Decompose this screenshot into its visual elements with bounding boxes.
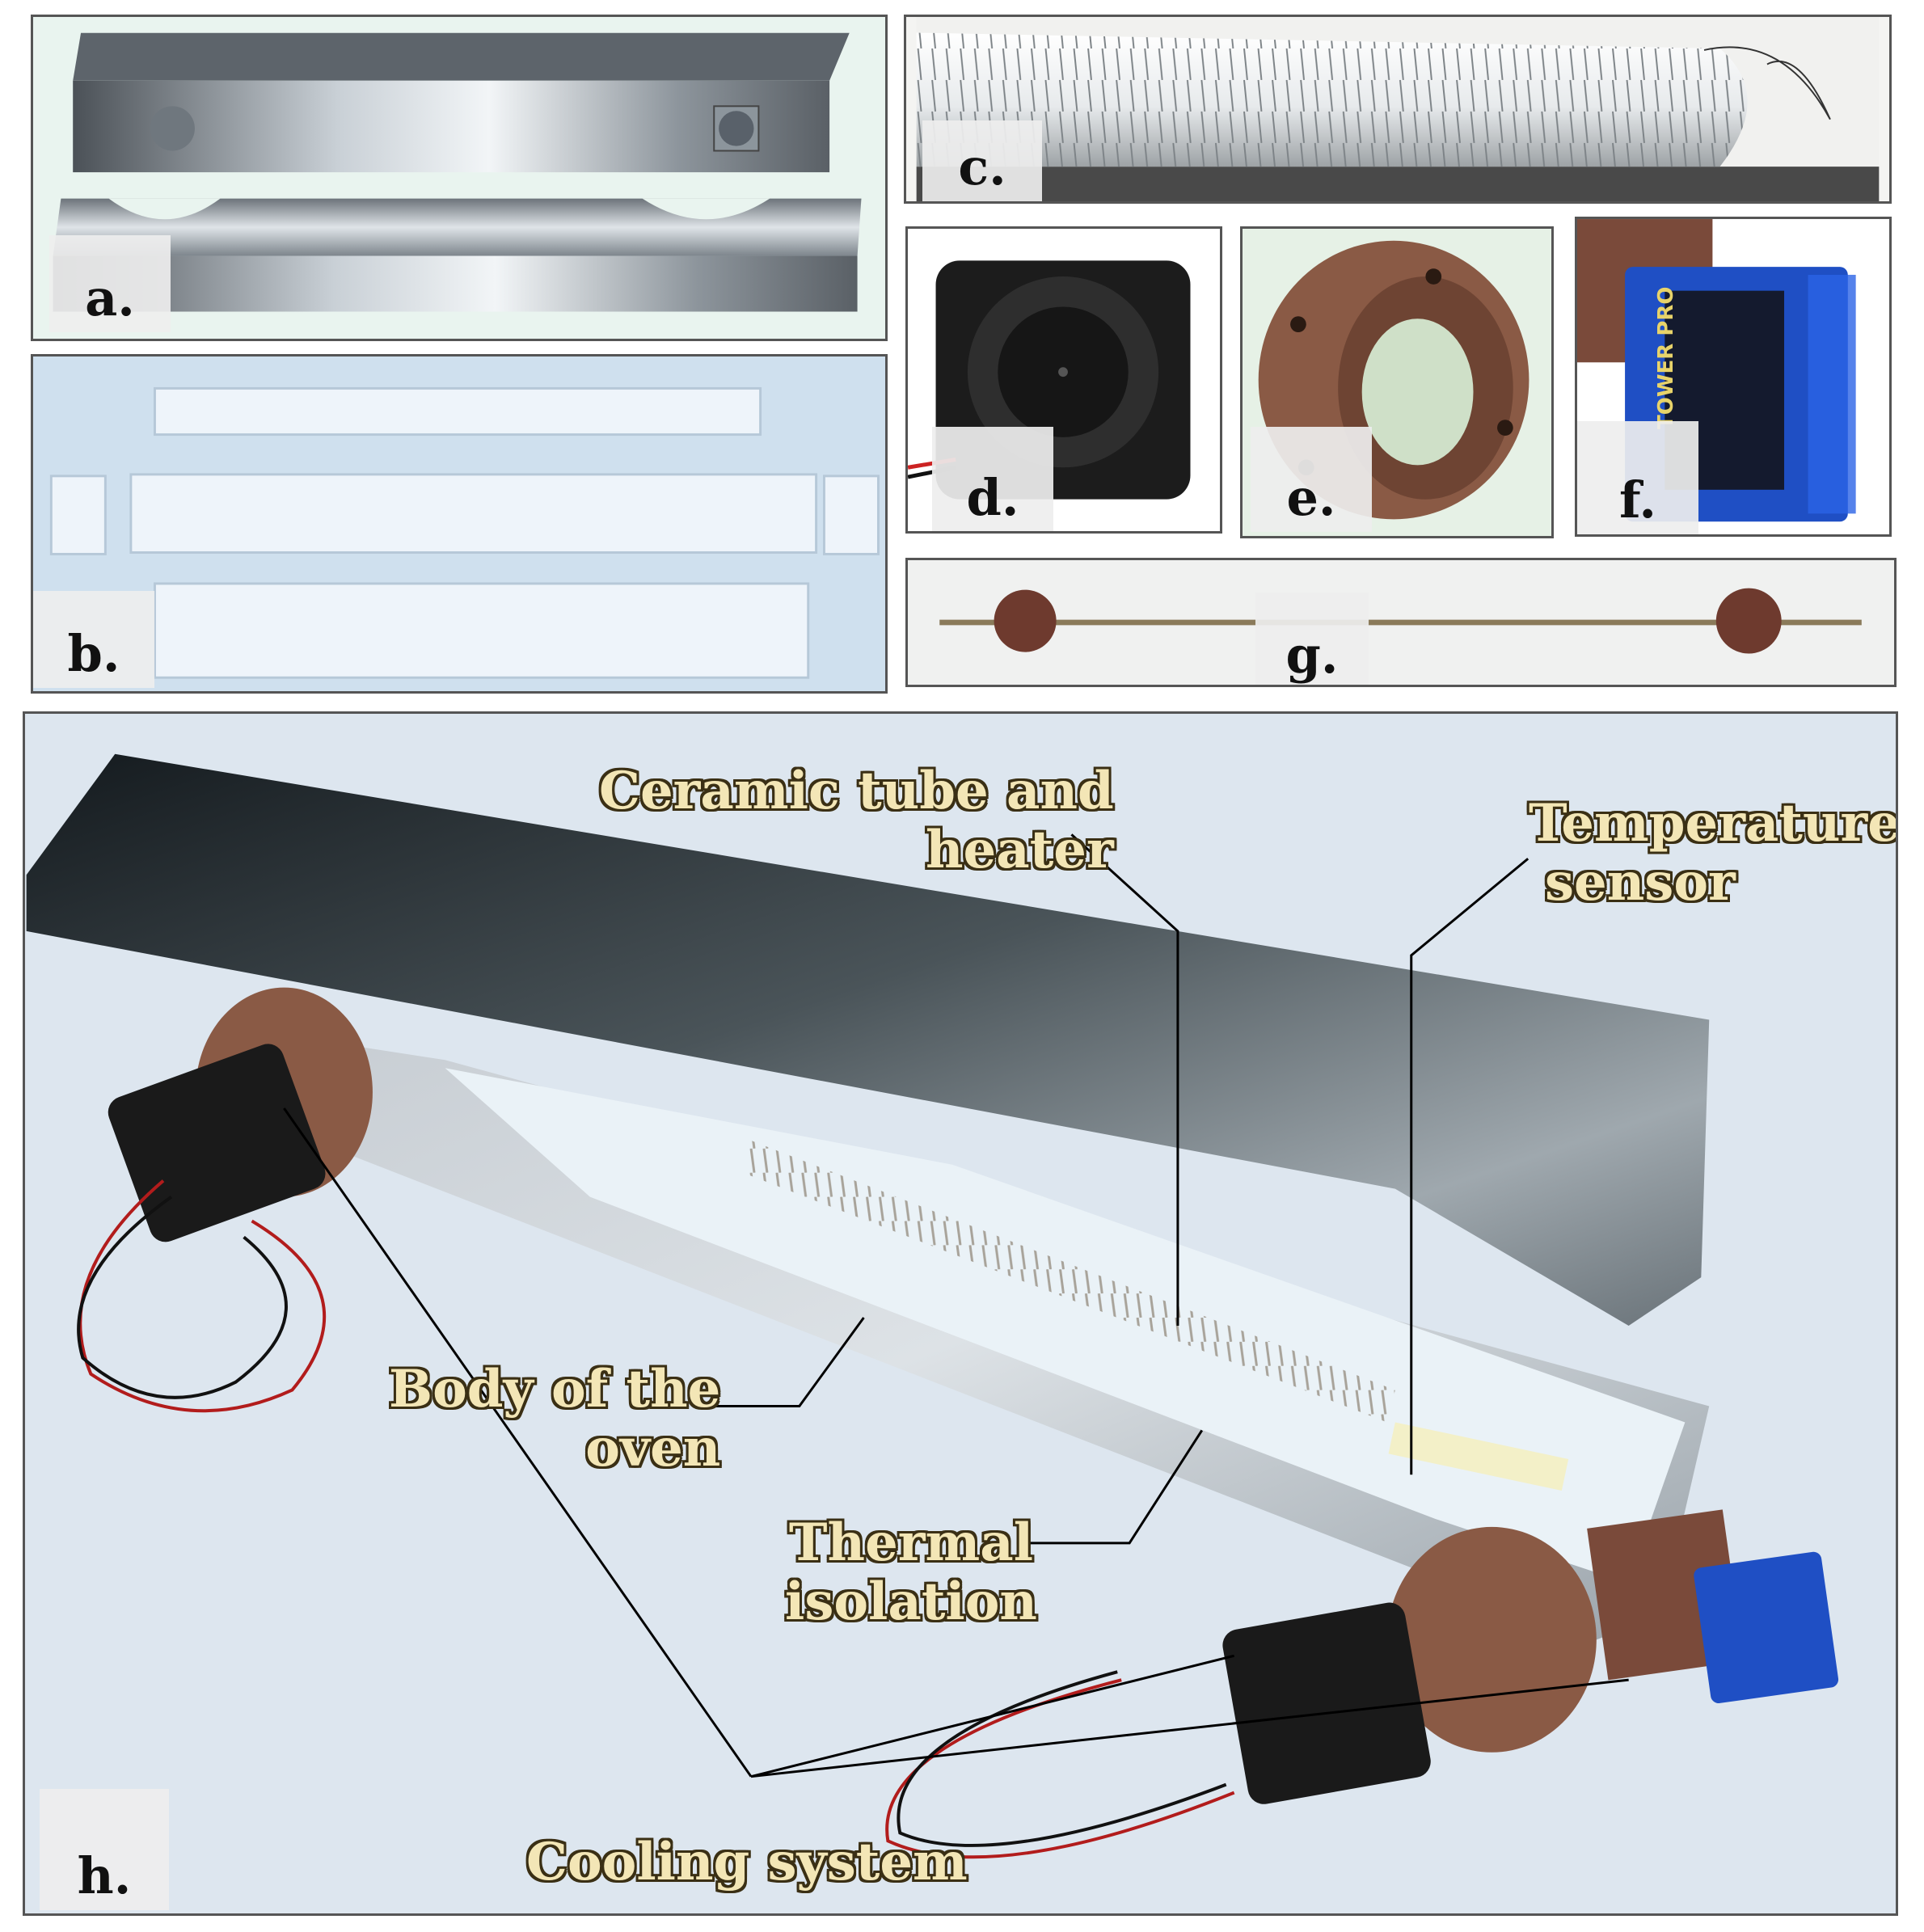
insulation-boards-photo xyxy=(49,386,880,679)
panel-label-h: h. xyxy=(40,1789,169,1910)
panel-label-a: a. xyxy=(49,235,171,332)
ceramic-tube-photo xyxy=(916,17,1880,201)
panel-g: g. xyxy=(905,558,1897,687)
steel-housing-photo xyxy=(53,32,862,312)
panel-d: d. xyxy=(905,226,1222,534)
panel-label-e: e. xyxy=(1251,427,1372,532)
rod-assembly-photo xyxy=(939,588,1862,654)
panel-label-f: f. xyxy=(1577,421,1698,534)
annotation-thermal-isolation: Thermal isolation xyxy=(785,1512,1037,1632)
leader-lines xyxy=(283,833,1629,1778)
panel-a: a. xyxy=(31,15,888,341)
cooling-fan-photo xyxy=(908,260,1191,500)
panel-label-g: g. xyxy=(1255,593,1369,685)
panel-h: Ceramic tube and heater Temperature sens… xyxy=(23,711,1898,1916)
panel-f: TOWER PRO f. xyxy=(1575,217,1892,537)
panel-c: c. xyxy=(904,15,1892,204)
assembled-oven-photo xyxy=(26,753,1839,1859)
panel-e: e. xyxy=(1240,226,1554,538)
panel-label-b: b. xyxy=(33,591,154,688)
annotation-ceramic-tube: Ceramic tube and heater xyxy=(599,761,1114,880)
annotation-temperature-sensor: Temperature sensor xyxy=(1529,793,1898,913)
panel-b: b. xyxy=(31,354,888,694)
servo-brand-text: TOWER PRO xyxy=(1654,286,1678,429)
panel-label-c: c. xyxy=(922,120,1042,201)
annotation-cooling-system: Cooling system xyxy=(526,1832,968,1892)
annotation-body: Body of the oven xyxy=(389,1359,721,1479)
panel-label-d: d. xyxy=(932,427,1053,531)
